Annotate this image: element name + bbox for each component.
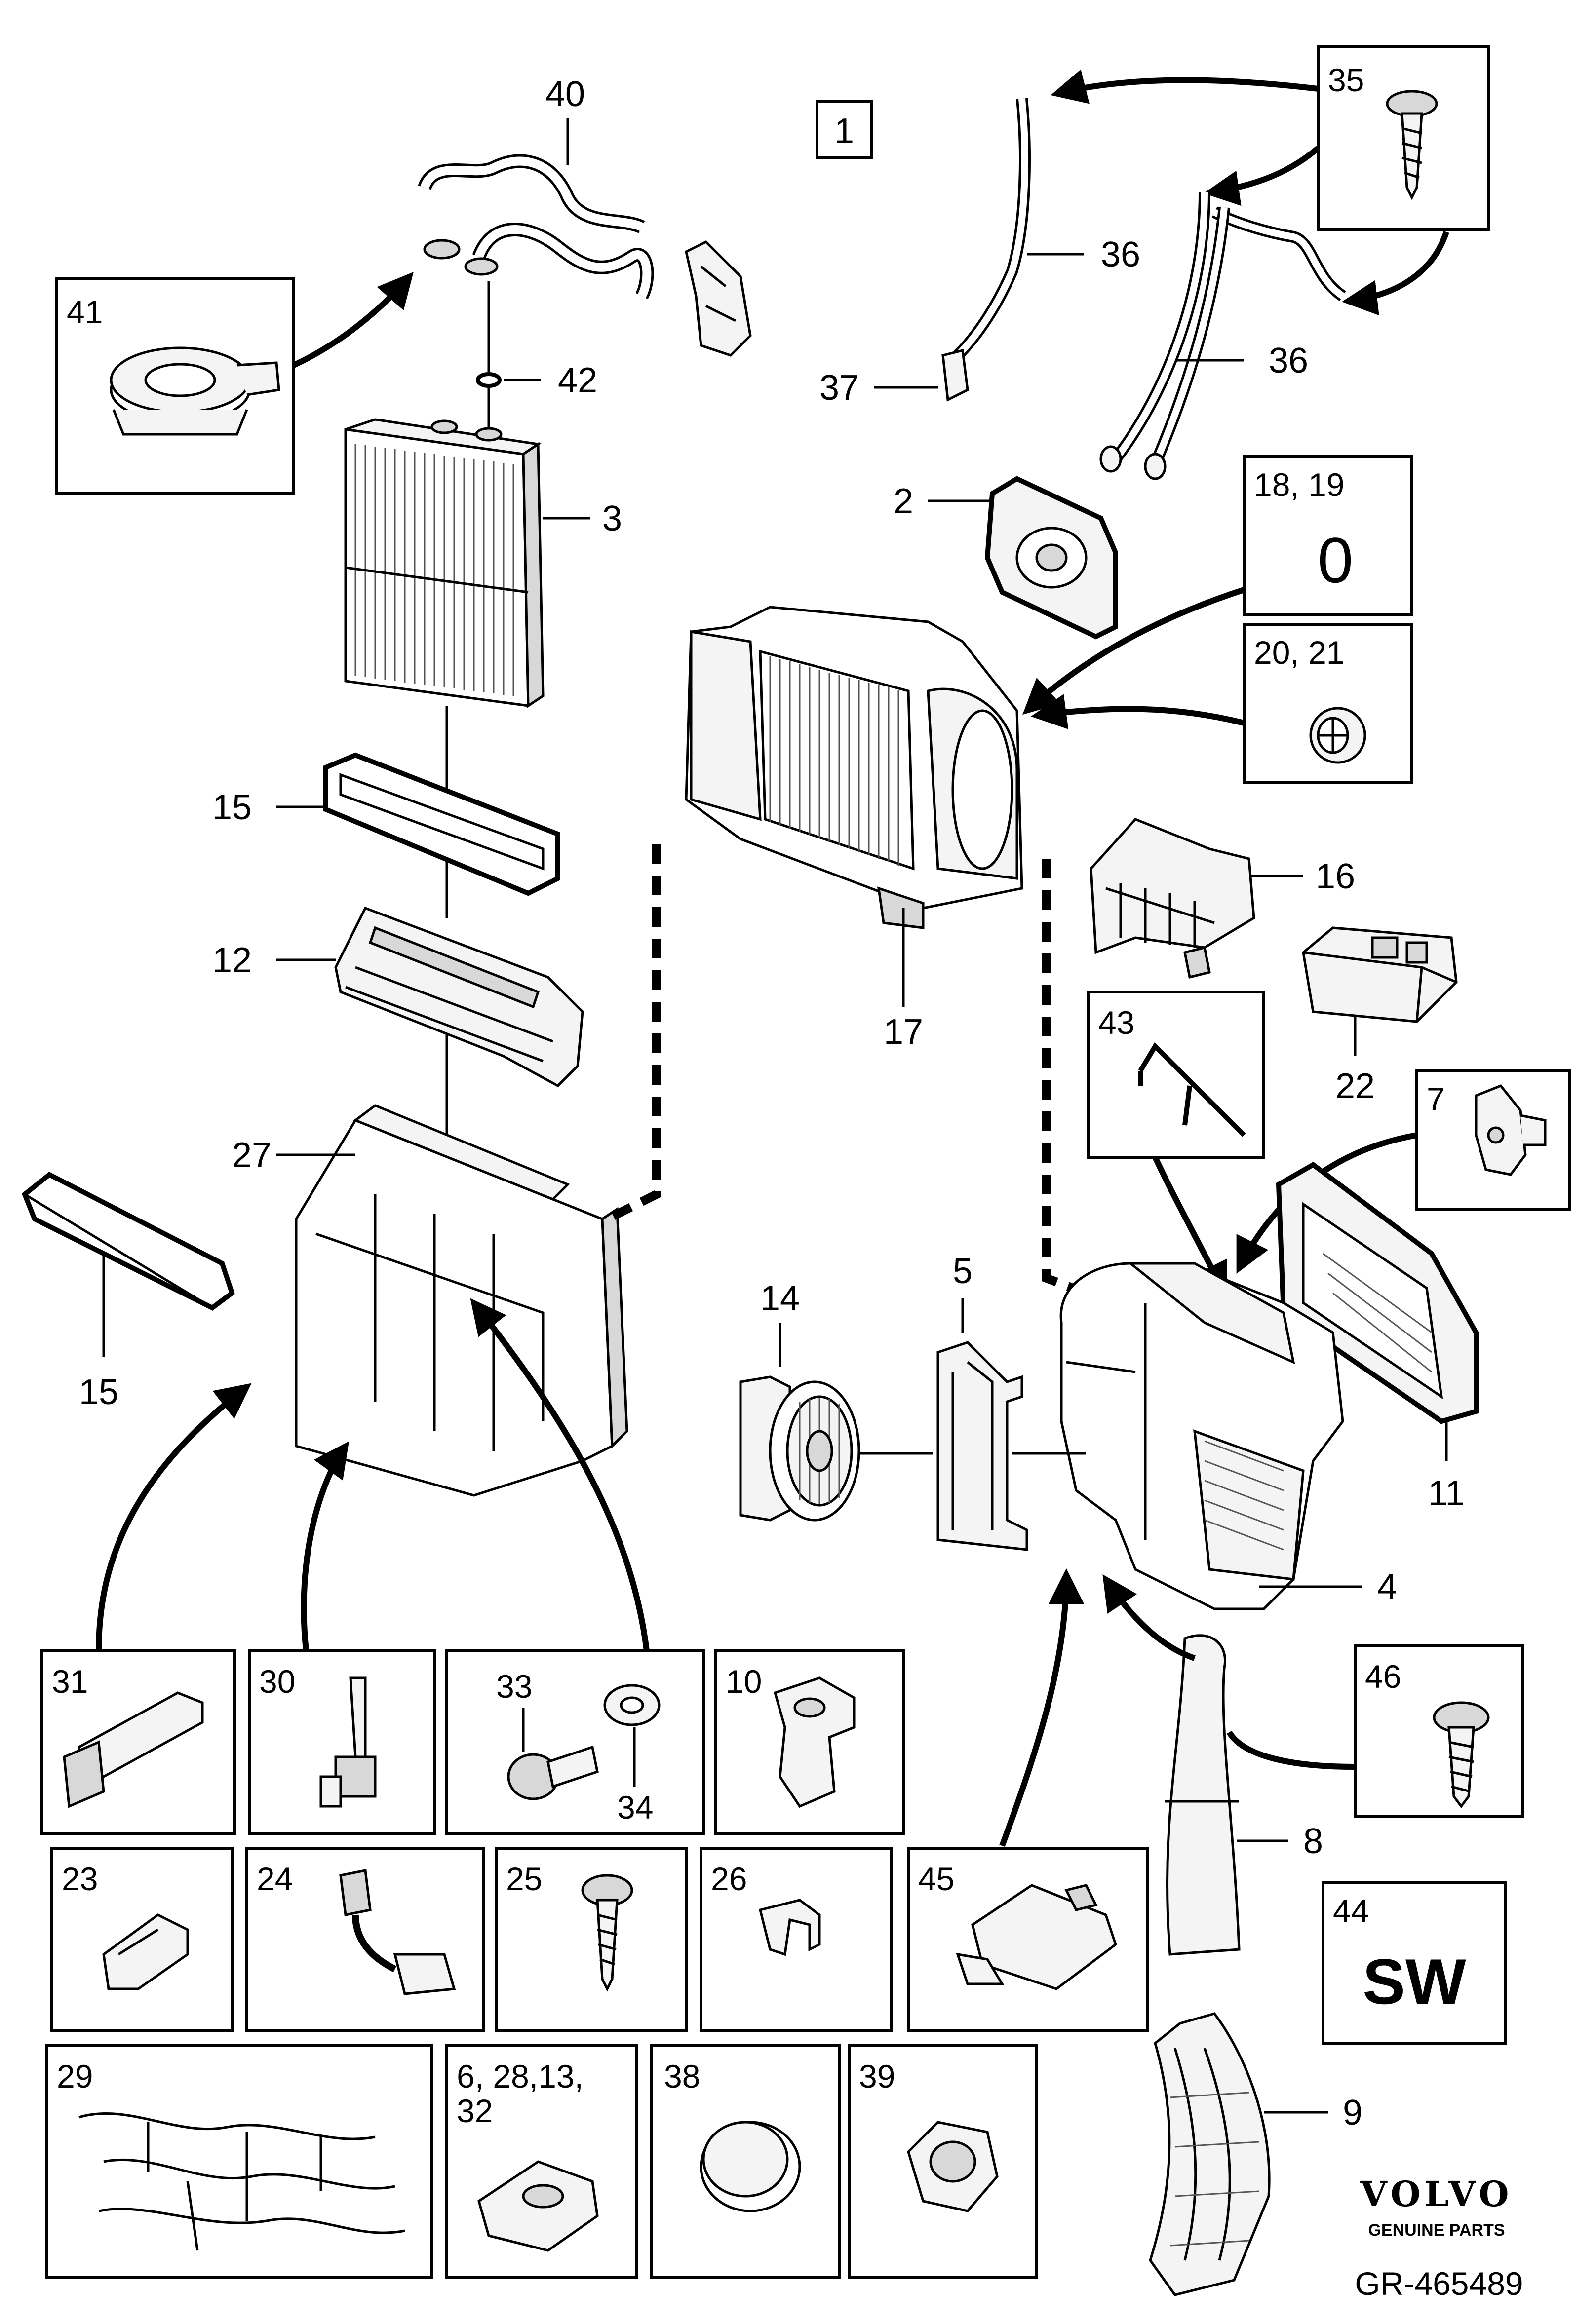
- box-26-clip: 26: [700, 1847, 893, 2032]
- box-39-grommet: 39: [848, 2044, 1038, 2279]
- box-46-screw: 46: [1354, 1644, 1524, 1818]
- callout-18-19: 18, 19: [1254, 466, 1345, 503]
- sw-text: SW: [1362, 1945, 1466, 2018]
- box-30-sensor: 30: [248, 1649, 436, 1835]
- box-29-wiring-harness: 29: [45, 2044, 433, 2279]
- hose-pipes-part-40: [418, 154, 654, 300]
- foam-strip-part-8: [1165, 1634, 1241, 1956]
- control-module-part-22: [1302, 926, 1458, 1023]
- pipes-part-36: [941, 98, 1347, 480]
- callout-38: 38: [664, 2058, 700, 2095]
- callout-2: 2: [894, 482, 913, 521]
- callout-11: 11: [1428, 1474, 1465, 1513]
- callout-16: 16: [1316, 857, 1355, 896]
- callout-7: 7: [1427, 1081, 1445, 1117]
- gasket-part-15-lower: [21, 1172, 235, 1311]
- box-24-sensor: 24: [245, 1847, 485, 2032]
- box-23-clip: 23: [50, 1847, 234, 2032]
- callout-41: 41: [67, 294, 103, 330]
- callout-27: 27: [232, 1136, 272, 1175]
- reference-box-1: 1: [816, 100, 873, 159]
- air-duct-part-12: [334, 906, 584, 1088]
- callout-5: 5: [953, 1252, 973, 1291]
- box-33-34-bolt-washer: 33 34: [445, 1649, 705, 1835]
- callout-3: 3: [602, 499, 622, 538]
- callout-37: 37: [819, 368, 859, 408]
- volvo-logo: VOLVO: [1360, 2173, 1513, 2214]
- box-45-actuator: 45: [907, 1847, 1149, 2032]
- blower-housing-part-4: [1059, 1262, 1344, 1610]
- callout-1: 1: [834, 112, 854, 151]
- callout-42: 42: [558, 361, 597, 400]
- callout-14: 14: [760, 1279, 800, 1318]
- callout-6-28-13-line2: 32: [457, 2093, 493, 2129]
- gasket-part-15-upper: [323, 752, 560, 896]
- box-6-28-13-32-actuator: 6, 28,13, 32: [445, 2044, 638, 2279]
- callout-43: 43: [1098, 1004, 1134, 1041]
- box-41-clamp: 41: [55, 277, 295, 495]
- box-18-19-o-ring: 18, 19 0: [1243, 455, 1413, 616]
- callout-34: 34: [617, 1789, 653, 1826]
- gasket-part-2: [984, 476, 1118, 640]
- callout-36-a: 36: [1101, 235, 1140, 274]
- callout-9: 9: [1343, 2093, 1362, 2133]
- callout-10: 10: [726, 1663, 762, 1700]
- heater-core-part-3: [344, 418, 545, 708]
- duct-part-9: [1149, 2012, 1271, 2296]
- bracket-part-16: [1090, 818, 1255, 979]
- callout-40: 40: [545, 75, 585, 114]
- reference-number: GR-465489: [1355, 2265, 1523, 2302]
- callout-24: 24: [257, 1861, 293, 1897]
- callout-30: 30: [259, 1663, 295, 1700]
- callout-45: 45: [918, 1861, 954, 1897]
- genuine-parts-tagline: GENUINE PARTS: [1368, 2221, 1505, 2240]
- box-38-plug: 38: [650, 2044, 841, 2279]
- callout-20-21: 20, 21: [1254, 634, 1345, 671]
- callout-4: 4: [1377, 1567, 1397, 1607]
- box-43-rod: 43: [1087, 991, 1265, 1159]
- callout-25: 25: [506, 1861, 542, 1897]
- callout-23: 23: [62, 1861, 98, 1897]
- callout-6-28-13-line1: 6, 28,13,: [457, 2058, 584, 2095]
- callout-29: 29: [57, 2058, 93, 2095]
- box-10-clip: 10: [714, 1649, 905, 1835]
- box-25-screw: 25: [495, 1847, 688, 2032]
- bracket-part-5: [936, 1341, 1028, 1551]
- callout-44: 44: [1333, 1893, 1369, 1929]
- callout-15-upper: 15: [212, 788, 252, 827]
- box-31-connector: 31: [40, 1649, 236, 1835]
- callout-36-b: 36: [1269, 341, 1308, 381]
- box-35-screw: 35: [1317, 45, 1490, 231]
- housing-part-27: [295, 1104, 628, 1497]
- callout-33: 33: [496, 1668, 532, 1705]
- callout-15-lower: 15: [79, 1372, 118, 1412]
- callout-8: 8: [1303, 1822, 1323, 1861]
- callout-22: 22: [1335, 1067, 1375, 1106]
- callout-39: 39: [859, 2058, 895, 2095]
- callout-17: 17: [884, 1012, 923, 1052]
- callout-12: 12: [212, 941, 252, 980]
- box-20-21-grommet: 20, 21: [1243, 623, 1413, 784]
- callout-26: 26: [711, 1861, 747, 1897]
- box-44-sw: 44 SW: [1322, 1881, 1507, 2045]
- evaporator-housing-part-17: [685, 606, 1023, 929]
- callout-35: 35: [1328, 62, 1364, 98]
- callout-31: 31: [52, 1663, 88, 1700]
- callout-46: 46: [1365, 1658, 1401, 1695]
- o-ring-symbol: 0: [1318, 524, 1353, 596]
- box-7-clip: 7: [1415, 1069, 1571, 1211]
- bracket-near-40: [685, 240, 752, 357]
- blower-motor-part-14: [739, 1375, 860, 1522]
